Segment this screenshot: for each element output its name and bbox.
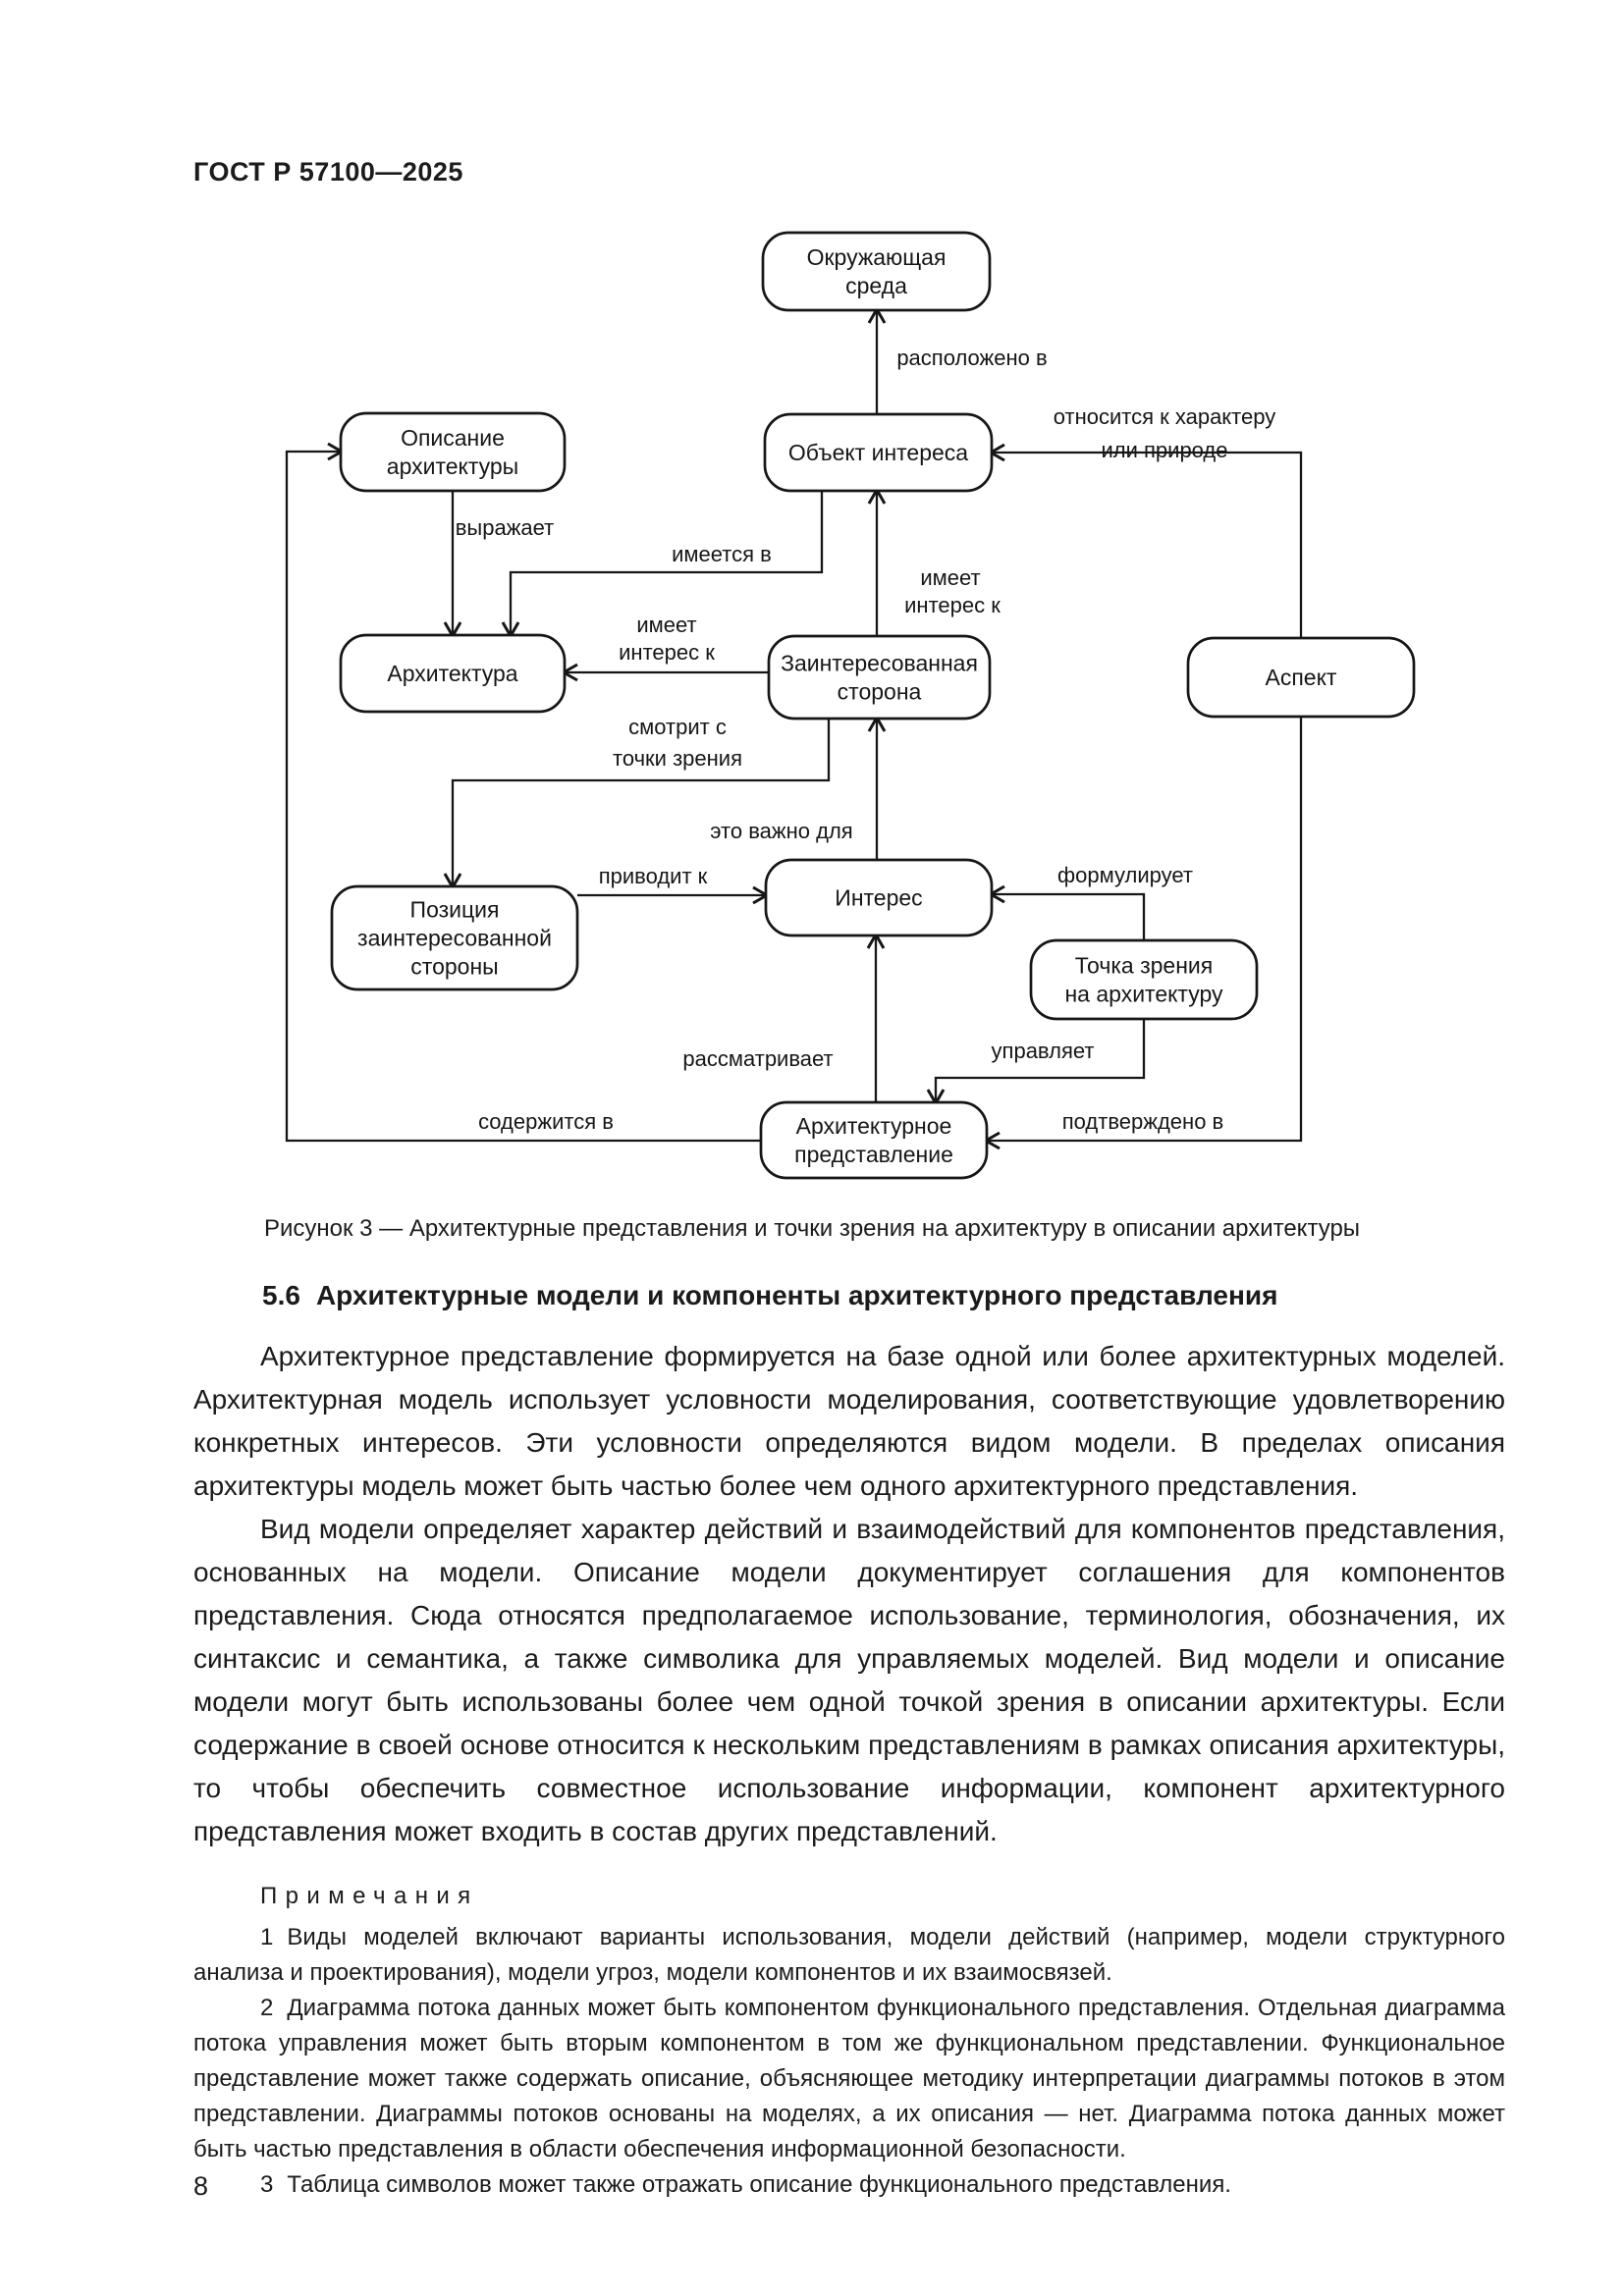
figure-caption: Рисунок 3 — Архитектурные представления …: [263, 1215, 1361, 1242]
svg-text:приводит к: приводит к: [599, 864, 708, 888]
node-concern: Интерес: [764, 858, 994, 937]
svg-text:Аспект: Аспект: [1266, 665, 1337, 690]
edge-exhibits-in: имеется в: [501, 491, 824, 640]
node-aspect: Аспект: [1186, 636, 1416, 719]
edge-important-to: это важно для: [710, 714, 887, 860]
edge-has-interest-left: имеет интерес к: [560, 613, 769, 682]
svg-text:управляет: управляет: [992, 1039, 1095, 1063]
edge-frames: формулирует: [987, 863, 1193, 940]
svg-text:Архитектура: Архитектура: [387, 661, 517, 686]
note-3-number: 3: [260, 2171, 274, 2198]
svg-text:или природе: или природе: [1101, 438, 1227, 462]
note-1-number: 1: [260, 1924, 274, 1950]
edge-included-in: содержится в: [285, 442, 761, 1143]
node-object-of-interest: Объект интереса: [763, 412, 994, 493]
diagram-edges: расположено в относится к характеру или пр…: [285, 305, 1303, 1150]
body-paragraph-2: Вид модели определяет характер действий …: [193, 1514, 1505, 1846]
edge-views-from: смотрит с точки зрения: [443, 715, 831, 891]
notes-title: Примечания: [260, 1883, 479, 1909]
edge-expresses: выражает: [443, 491, 555, 640]
svg-text:интерес к: интерес к: [619, 640, 715, 665]
svg-text:относится к характеру: относится к характеру: [1054, 404, 1275, 429]
edge-has-interest-up: имеет интерес к: [867, 486, 1001, 636]
note-1-text: Виды моделей включают варианты использов…: [193, 1924, 1505, 1986]
svg-text:расположено в: расположено в: [896, 346, 1047, 370]
edge-located-in: расположено в: [867, 305, 1048, 414]
svg-text:смотрит с: смотрит с: [628, 715, 727, 739]
svg-text:подтверждено в: подтверждено в: [1062, 1109, 1223, 1134]
svg-text:имеет: имеет: [636, 613, 696, 637]
section-heading: 5.6 Архитектурные модели и компоненты арх…: [193, 1276, 1505, 1315]
section-content: 5.6 Архитектурные модели и компоненты арх…: [193, 1276, 1505, 2203]
edge-addresses: рассматривает: [682, 931, 886, 1102]
note-3-text: Таблица символов может также отражать оп…: [287, 2171, 1231, 2198]
document-header: ГОСТ Р 57100—2025: [193, 157, 463, 187]
figure-diagram: расположено в относится к характеру или пр…: [285, 231, 1416, 1180]
edge-leads-to: приводит к: [577, 864, 771, 905]
svg-text:это важно для: это важно для: [710, 819, 852, 843]
svg-text:рассматривает: рассматривает: [682, 1046, 833, 1071]
svg-text:имеет: имеет: [920, 565, 980, 590]
note-2-text: Диаграмма потока данных может быть компо…: [193, 1995, 1505, 2163]
svg-text:выражает: выражает: [456, 515, 555, 540]
svg-text:формулирует: формулирует: [1057, 863, 1193, 887]
edge-confirmed-in: подтверждено в: [982, 717, 1303, 1150]
node-architecture: Архитектура: [339, 633, 567, 714]
page-number: 8: [193, 2171, 209, 2201]
svg-text:точки зрения: точки зрения: [613, 746, 742, 771]
note-2-number: 2: [260, 1995, 274, 2021]
svg-text:интерес к: интерес к: [904, 593, 1001, 617]
svg-text:содержится в: содержится в: [478, 1109, 614, 1134]
edge-governs: управляет: [926, 1019, 1146, 1107]
edge-relates-to-nature: относится к характеру или природе: [987, 404, 1303, 638]
section-title: Архитектурные модели и компоненты архите…: [315, 1280, 1278, 1310]
body-paragraph-1: Архитектурное представление формируется …: [193, 1341, 1505, 1501]
svg-text:имеется в: имеется в: [672, 542, 772, 566]
note-3: 3 Таблица символов может также отражать о…: [193, 2167, 1505, 2203]
svg-text:Интерес: Интерес: [835, 885, 922, 911]
section-number: 5.6: [262, 1280, 300, 1310]
svg-text:Объект интереса: Объект интереса: [788, 440, 968, 465]
